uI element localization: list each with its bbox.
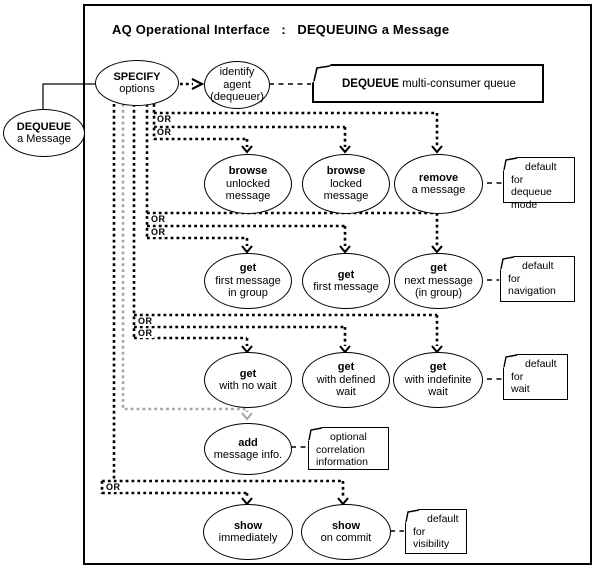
note-label: default for wait [511,358,557,395]
node-label-bold: show [331,519,361,532]
node-label-bold: get [337,268,355,281]
node-label: unlocked message [225,177,271,203]
or-label-group4: OR [105,482,122,492]
node-label: on commit [320,532,372,544]
folded-corner-icon [312,64,331,83]
node-identify-agent: identify agent (dequeuer) [204,61,270,109]
arrowhead-get-next-group [431,245,443,254]
folded-corner-icon [499,255,515,271]
node-label-bold: browse [326,165,366,178]
node-label: with no wait [219,380,277,392]
arrowhead-remove-message [431,145,443,154]
note-default-visibility: default for visibility [404,508,467,554]
wire-group1-line3 [154,137,249,147]
folded-corner-icon [307,426,323,442]
node-label: next message (in group) [404,274,473,300]
arrowhead-add-info [241,412,253,421]
folded-corner-icon [502,353,518,369]
node-label-bold: show [233,519,263,532]
node-label-bold: add [238,436,258,449]
wire-gray-add-info [121,104,249,412]
or-label-group2-b: OR [150,227,167,237]
node-label: a message [411,184,466,196]
node-label-bold: DEQUEUE [16,120,72,133]
arrowhead-browse-unlocked [241,145,253,154]
node-label: message info. [213,449,283,461]
wire-dequeue-to-specify [42,83,95,110]
node-label: immediately [218,532,278,544]
note-default-wait: default for wait [502,353,568,400]
wire-group2-line1 [147,211,439,246]
wire-group1-line2 [154,125,347,147]
node-label: with indefinite wait [404,373,472,399]
node-label-bold: browse [228,165,268,178]
note-label-bold: DEQUEUE [342,77,399,90]
wire-group3-line2 [134,325,347,346]
folded-corner-icon [502,156,518,172]
wire-group4-line2 [102,491,249,498]
note-label: optional correlation information [316,431,368,468]
wire-group2-line3 [147,236,249,246]
or-label-group3-a: OR [137,316,154,326]
folded-corner-icon [404,508,420,524]
arrowhead-browse-locked [339,145,351,154]
node-label: options [119,83,155,95]
node-label-bold: SPECIFY [113,70,161,83]
wire-group2-line2 [147,224,347,246]
node-label-bold: get [429,361,447,374]
node-label: with defined wait [316,373,376,399]
node-label-bold: get [239,367,257,380]
note-default-dequeue-mode: default for dequeue mode [502,156,575,211]
note-label: default for visibility [413,513,459,550]
note-multi-consumer-queue: DEQUEUE multi-consumer queue [312,64,544,103]
node-label: first message [313,281,379,293]
arrowhead-get-first [339,245,351,254]
node-label: identify agent (dequeuer) [210,66,264,104]
wire-group3-line3 [134,336,249,346]
note-default-navigation: default for navigation [499,255,575,302]
wire-group3-line1 [134,313,439,346]
wire-group4-line1 [102,479,345,498]
note-label: multi-consumer queue [398,77,516,90]
node-label: locked message [323,177,369,203]
or-label-group3-b: OR [137,328,154,338]
or-label-group2-a: OR [150,214,167,224]
node-label-bold: get [337,361,355,374]
diagram-title: AQ Operational Interface : DEQUEUING a M… [112,22,450,37]
or-label-group1-b: OR [156,127,173,137]
note-label: default for navigation [508,260,556,297]
arrowhead-get-first-group [241,245,253,254]
arrowhead-identify [191,78,205,90]
note-optional-correlation: optional correlation information [307,426,389,470]
or-label-group1-a: OR [156,114,173,124]
node-label: first message in group [215,274,281,300]
node-label: a Message [17,133,71,145]
node-label-bold: get [239,262,257,275]
wire-group1-line1 [154,111,439,147]
node-label-bold: get [430,262,447,275]
note-label: default for dequeue mode [511,161,557,211]
node-label-bold: remove [418,171,459,184]
